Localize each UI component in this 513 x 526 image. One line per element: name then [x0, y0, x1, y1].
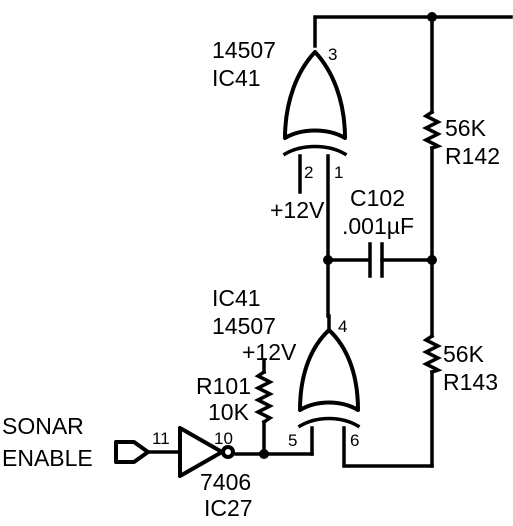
upper-gate-part: 14507: [212, 37, 276, 63]
junction-top-right: [427, 12, 437, 22]
top-rail-wire: [313, 15, 513, 48]
inverter-part: 7406: [200, 469, 251, 495]
inverter-ref: IC27: [204, 495, 253, 521]
lower-gate-supply: +12V: [242, 339, 297, 365]
resistor-r101: [254, 369, 274, 425]
capacitor-value: .001µF: [342, 213, 414, 239]
r142-ref: R142: [445, 143, 500, 169]
lower-gate-xor-arc: [297, 416, 361, 429]
r101-ref: R101: [196, 373, 251, 399]
sonar-enable-connector: [114, 440, 150, 464]
upper-gate-pin-a: 2: [304, 163, 313, 182]
capacitor-c102: [368, 242, 384, 278]
r143-ref: R143: [443, 369, 498, 395]
upper-gate-ref: IC41: [212, 65, 261, 91]
upper-gate-pin-b: 1: [334, 163, 343, 182]
upper-xor-gate: [282, 50, 348, 157]
lower-pin6-wire: [342, 426, 434, 468]
upper-gate-body: [283, 50, 347, 140]
inverter-pin-in: 11: [152, 429, 170, 448]
lower-gate-pin-a: 5: [288, 431, 297, 450]
labels: 14507 IC41 3 2 1 +12V C102 .001µF 56K R1…: [2, 37, 500, 521]
upper-gate-pin-out: 3: [328, 45, 337, 64]
capacitor-ref: C102: [350, 185, 405, 211]
junction-r101: [259, 449, 269, 459]
wires: [146, 15, 513, 468]
upper-gate-supply: +12V: [270, 197, 325, 223]
resistor-r142: [422, 109, 443, 151]
junction-cap-left: [323, 255, 333, 265]
input-label-line1: SONAR: [2, 413, 84, 439]
lower-gate-part: 14507: [212, 313, 276, 339]
lower-gate-pin-out: 4: [338, 317, 347, 336]
lower-gate-pin-b: 6: [350, 431, 359, 450]
inverter-7406: [178, 426, 235, 478]
inverter-body: [178, 426, 224, 478]
lower-gate-body: [298, 328, 360, 412]
upper-gate-xor-arc: [282, 144, 348, 157]
junctions: [259, 12, 437, 459]
r142-value: 56K: [445, 115, 487, 141]
r101-value: 10K: [208, 399, 250, 425]
resistor-r143: [422, 333, 443, 375]
lower-xor-gate: [297, 314, 361, 429]
lower-gate-ref: IC41: [212, 285, 261, 311]
inverter-pin-out: 10: [214, 429, 233, 448]
r143-value: 56K: [443, 341, 485, 367]
junction-cap-right: [427, 255, 437, 265]
input-label-line2: ENABLE: [2, 445, 93, 471]
inverter-bubble: [221, 445, 235, 459]
